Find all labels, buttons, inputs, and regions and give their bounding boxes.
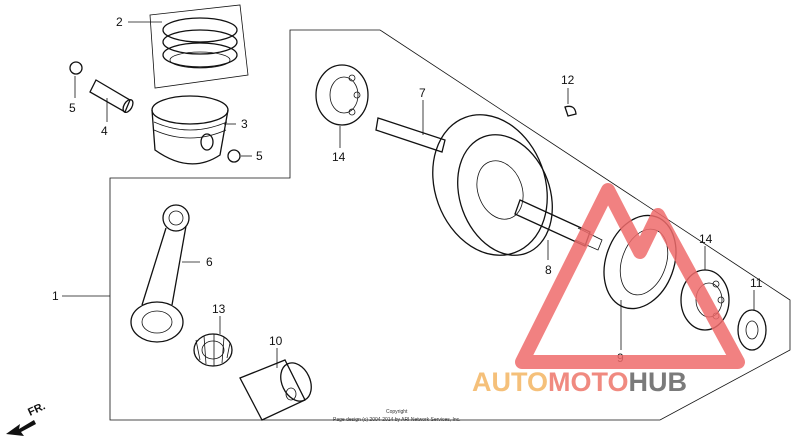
assembly-group-outline [109,29,791,421]
copyright-line: Page design (c) 2004-2014 by ARI Network… [333,417,461,423]
gear-part [737,309,767,351]
callout-12: 12 [561,73,575,87]
callout-7: 7 [419,86,426,100]
callout-14b: 14 [699,232,713,246]
crank-pin-part [239,359,312,421]
oil-seal-part [603,214,677,310]
callout-4: 4 [101,124,108,138]
callout-13: 13 [212,302,226,316]
front-direction-arrow-icon [6,420,36,436]
callout-8: 8 [545,263,552,277]
needle-bearing-part [193,333,233,367]
watermark-auto: AUTO [472,367,548,397]
callout-2: 2 [116,15,123,29]
leader-lines [62,21,755,368]
crank-bearing-part-a [315,64,369,126]
piston-pin-clip-part-b [227,149,241,163]
callout-3: 3 [241,117,248,131]
callout-14a: 14 [332,150,346,164]
woodruff-key-part [564,105,577,117]
callout-5b: 5 [256,149,263,163]
callout-6: 6 [206,255,213,269]
copyright-title: Copyright [386,409,408,415]
watermark-text: AUTOMOTOHUB [472,367,687,397]
piston-part [151,95,229,165]
callout-5a: 5 [69,101,76,115]
crankshaft-part [375,114,603,256]
callout-1: 1 [52,289,59,303]
piston-ring-set-part [162,17,238,69]
front-direction-label: FR. [26,400,47,418]
watermark-moto: MOTO [548,367,629,397]
callout-10: 10 [269,334,283,348]
ring-set-outline [149,4,249,89]
callout-11: 11 [750,276,763,290]
watermark-hub: HUB [629,367,688,397]
connecting-rod-part [130,204,190,343]
automotohub-logo-icon [515,183,745,369]
piston-pin-part [89,79,134,114]
piston-pin-clip-part-a [69,61,83,75]
